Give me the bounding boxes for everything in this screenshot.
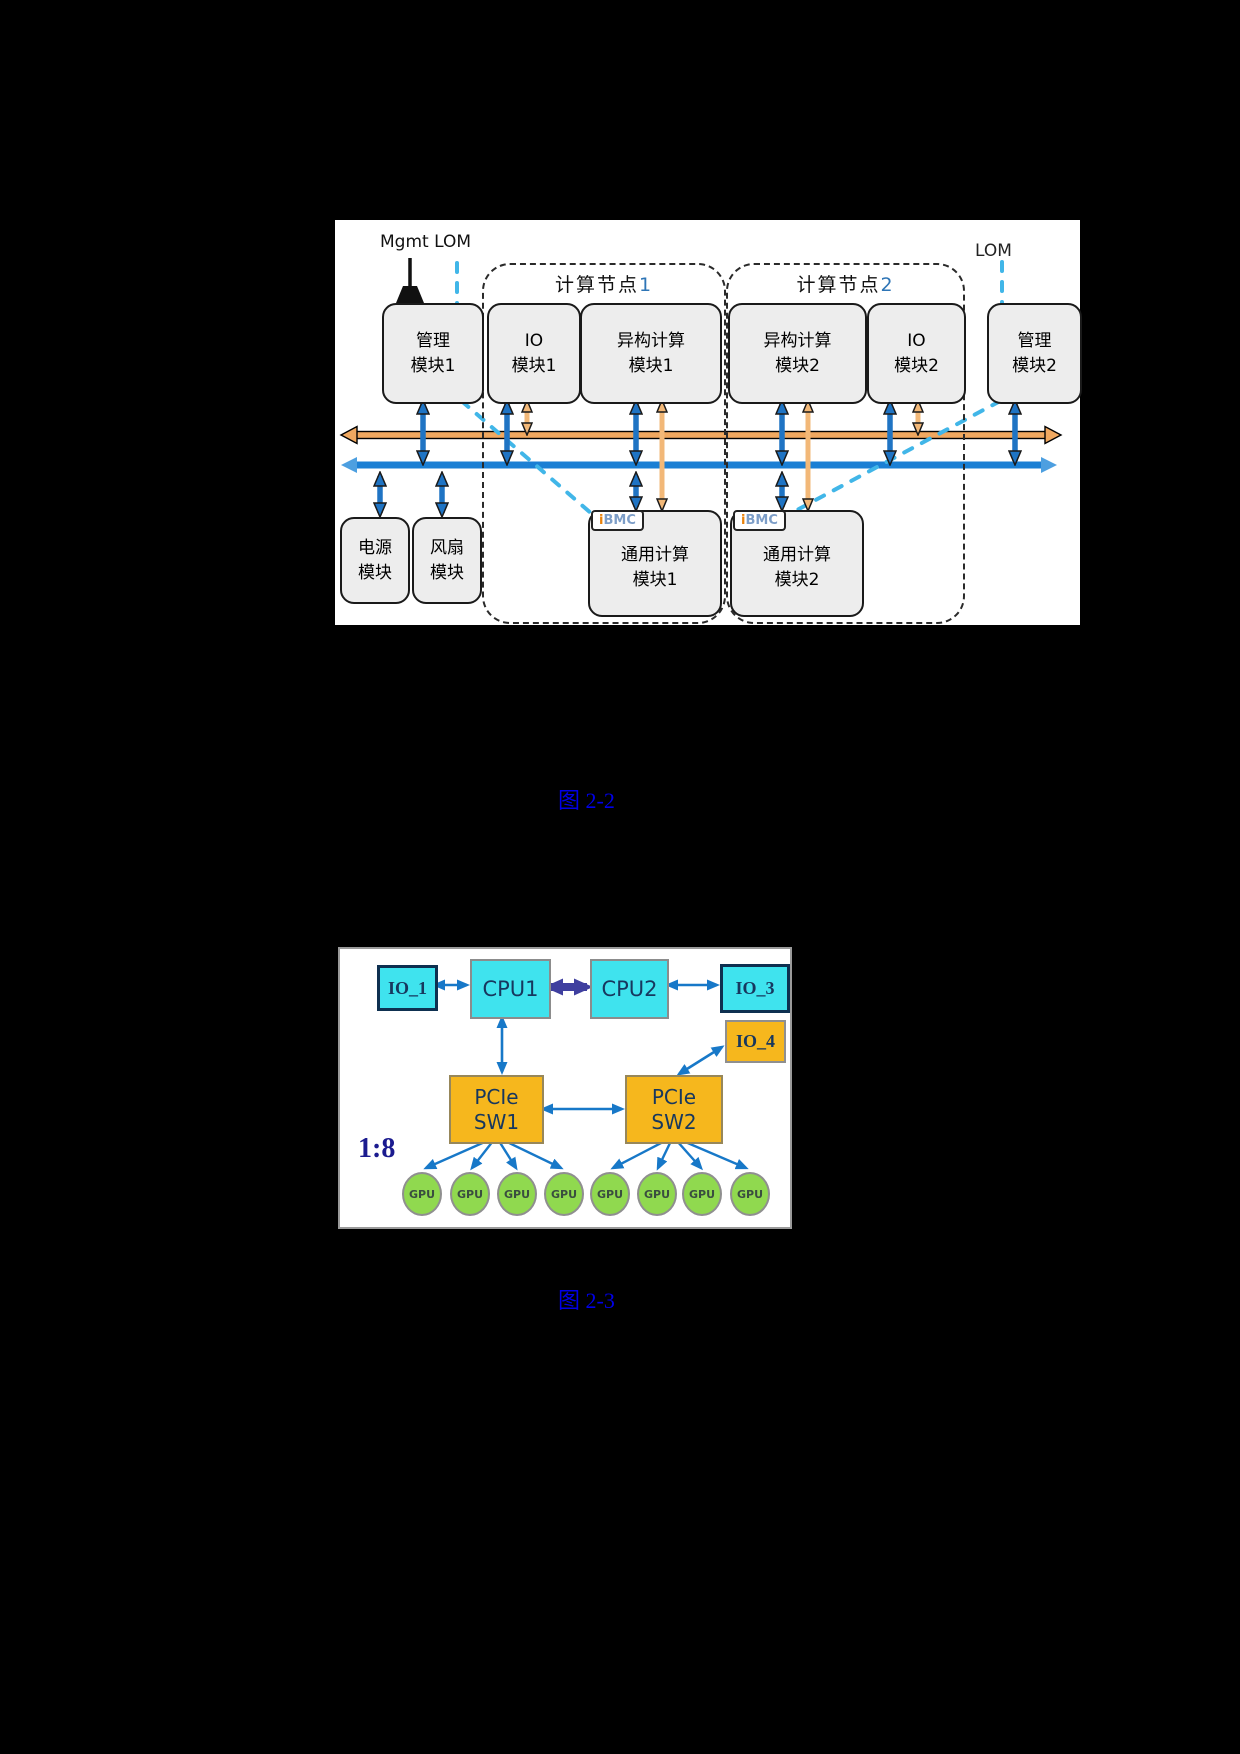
gpu-node-6: GPU: [637, 1172, 677, 1216]
figure-2-3-link[interactable]: 图 2-3: [558, 1288, 615, 1313]
node2-text: 计算节点: [796, 274, 881, 296]
node1-text: 计算节点: [554, 274, 639, 296]
pcie-label: SW1: [473, 1109, 520, 1134]
module-hetero-compute-1: 异构计算 模块1: [580, 303, 722, 404]
gpu-ratio-label: 1:8: [358, 1133, 396, 1164]
figure-2-2-link[interactable]: 图 2-2: [558, 788, 615, 813]
module-label: 模块1: [410, 355, 456, 376]
module-label: 模块1: [511, 355, 557, 376]
ibmc-bmc: BMC: [603, 513, 636, 528]
module-general-compute-1: 通用计算 模块1: [588, 510, 722, 617]
ibmc-badge-1: iBMC: [591, 510, 644, 531]
module-label: 模块: [430, 562, 464, 583]
module-label: 管理: [416, 330, 450, 351]
gpu-node-7: GPU: [682, 1172, 722, 1216]
module-label: 异构计算: [763, 330, 832, 351]
gpu-node-4: GPU: [544, 1172, 584, 1216]
gpu-node-1: GPU: [402, 1172, 442, 1216]
compute-node-1-outline: 计算节点1: [482, 263, 726, 624]
node1-number: 1: [638, 274, 654, 296]
mgmt-lom-label: Mgmt LOM: [380, 232, 472, 252]
figure-gpu-topology: IO_1 CPU1 CPU2 IO_3 IO_4 PCIe SW1 PCIe S…: [338, 947, 792, 1229]
blue-vertical-arrows: [380, 404, 1015, 513]
ibmc-badge-2: iBMC: [733, 510, 786, 531]
gpu-node-8: GPU: [730, 1172, 770, 1216]
module-mgmt-2: 管理 模块2: [987, 303, 1082, 404]
module-fan: 风扇 模块: [412, 517, 482, 604]
module-label: 模块: [358, 562, 392, 583]
module-label: IO: [524, 330, 544, 351]
ibmc-i: i: [741, 513, 746, 528]
gpu-node-5: GPU: [590, 1172, 630, 1216]
module-label: 模块1: [632, 569, 678, 590]
gpu-fanout-sw2: [610, 1139, 749, 1171]
gpu-node-2: GPU: [450, 1172, 490, 1216]
pcie-label: SW2: [651, 1109, 697, 1134]
ibmc-i: i: [599, 513, 604, 528]
blue-bus: [341, 457, 1057, 473]
box-io-3: IO_3: [720, 964, 790, 1013]
module-io-1: IO 模块1: [487, 303, 581, 404]
module-io-2: IO 模块2: [867, 303, 966, 404]
module-mgmt-1: 管理 模块1: [382, 303, 484, 404]
fig2-connector-layer: [423, 978, 749, 1171]
gpu-fanout-sw1: [423, 1139, 564, 1171]
topology-links: [432, 979, 725, 1115]
module-power: 电源 模块: [340, 517, 410, 604]
module-label: 模块2: [774, 569, 820, 590]
pcie-label: PCIe: [474, 1084, 519, 1109]
module-label: 风扇: [430, 537, 464, 558]
module-hetero-compute-2: 异构计算 模块2: [728, 303, 867, 404]
compute-node-2-label: 计算节点2: [728, 270, 963, 297]
box-cpu1: CPU1: [470, 959, 551, 1019]
compute-node-2-outline: 计算节点2: [726, 263, 965, 624]
module-label: 模块2: [894, 355, 939, 376]
node2-number: 2: [880, 274, 895, 296]
module-label: 模块2: [775, 355, 820, 376]
ibmc-bmc: BMC: [745, 513, 778, 528]
figure-server-architecture: 计算节点1 计算节点2 Mgmt LOM LOM 管理 模块1 IO 模块1 异…: [335, 220, 1082, 625]
module-label: 模块2: [1012, 355, 1057, 376]
box-cpu2: CPU2: [590, 959, 669, 1019]
module-label: IO: [907, 330, 926, 351]
module-label: 管理: [1017, 330, 1052, 351]
box-pcie-sw1: PCIe SW1: [449, 1075, 544, 1144]
box-io-4: IO_4: [725, 1020, 786, 1063]
box-io-1: IO_1: [377, 965, 438, 1011]
antenna-icon: [396, 258, 424, 303]
pcie-label: PCIe: [651, 1084, 697, 1109]
box-pcie-sw2: PCIe SW2: [625, 1075, 723, 1144]
compute-node-1-label: 计算节点1: [484, 270, 724, 297]
module-label: 通用计算: [621, 544, 689, 565]
orange-bus: [339, 425, 1063, 445]
lom-label: LOM: [975, 241, 1012, 261]
gpu-node-3: GPU: [497, 1172, 537, 1216]
module-label: 模块1: [628, 355, 674, 376]
orange-vertical-arrows: [527, 404, 918, 507]
module-label: 电源: [358, 537, 392, 558]
module-label: 异构计算: [617, 330, 685, 351]
module-label: 通用计算: [763, 544, 831, 565]
